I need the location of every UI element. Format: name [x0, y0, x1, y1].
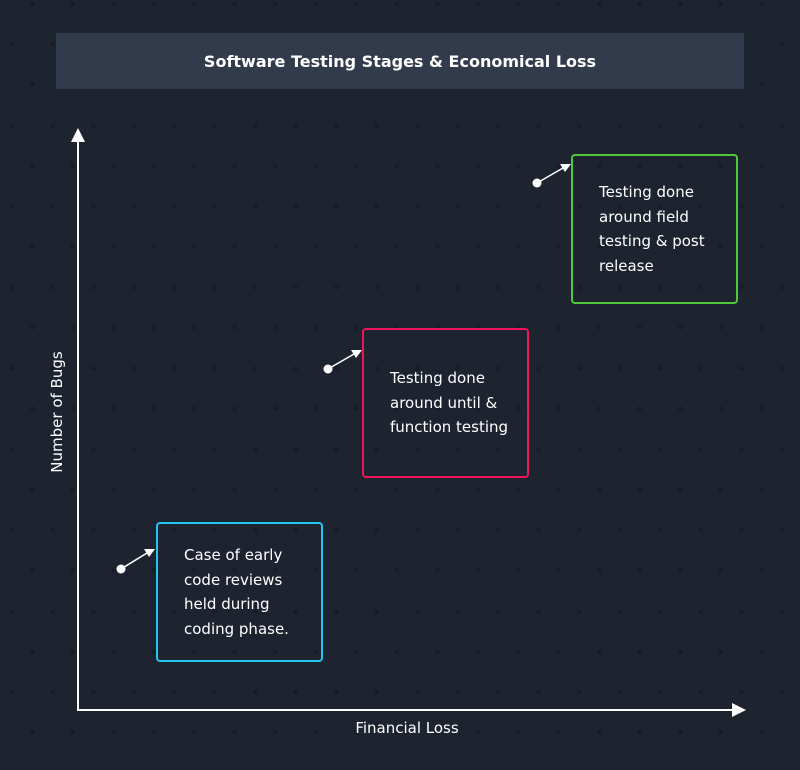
y-axis-arrow-icon: [71, 128, 85, 142]
x-axis-arrow-icon: [732, 703, 746, 717]
diagram-title: Software Testing Stages & Economical Los…: [56, 33, 744, 89]
pointer-2-icon: [323, 350, 362, 374]
y-axis-label: Number of Bugs: [48, 351, 66, 473]
stage-box-unit-function: Testing done around until & function tes…: [362, 328, 529, 478]
pointer-1-icon: [116, 549, 155, 574]
stage-box-field-release: Testing done around field testing & post…: [571, 154, 738, 304]
stage-text: Testing done around field testing & post…: [599, 183, 705, 275]
pointer-3-icon: [532, 164, 571, 188]
stage-text: Case of early code reviews held during c…: [184, 546, 289, 638]
x-axis-label: Financial Loss: [355, 719, 459, 737]
stage-text: Testing done around until & function tes…: [390, 369, 509, 437]
stage-box-coding: Case of early code reviews held during c…: [156, 522, 323, 662]
